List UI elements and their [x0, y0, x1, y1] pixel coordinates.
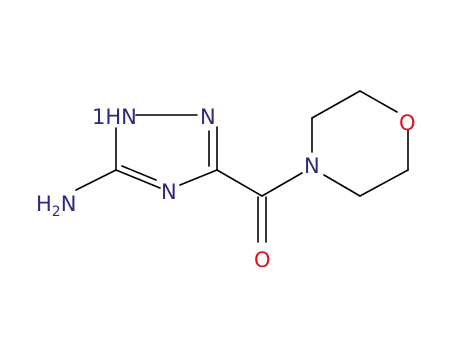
bond-cm3-cm4: [359, 169, 409, 197]
bond-cm4-n: [323, 174, 361, 197]
bond-n4-c5: [115, 169, 161, 189]
atom-n2-label: N: [200, 105, 216, 129]
atom-nh2-h: H: [36, 192, 52, 216]
bond-c3-carbonyl: [216, 169, 263, 197]
atom-labels: 1HN N N H2N O N O: [36, 105, 416, 272]
atom-n4-label: N: [161, 180, 177, 204]
atom-nh2-label: H2N: [36, 192, 76, 220]
atom-morpholine-n-label: N: [304, 154, 320, 178]
bond-c5-nh2: [75, 169, 117, 191]
bond-n4-c5-inner: [121, 165, 157, 181]
bond-carbonyl-n: [261, 172, 303, 197]
atom-nh2-n: N: [61, 192, 77, 216]
bond-cm1-cm2: [311, 90, 361, 119]
bond-c3-n4: [179, 169, 218, 186]
atom-nh2-subscript: 2: [52, 204, 61, 220]
atom-carbonyl-o-label: O: [254, 248, 271, 272]
bonds: [75, 90, 409, 243]
atom-n1-label: 1HN: [92, 105, 137, 129]
bond-cm2-o: [359, 90, 398, 113]
atom-n1-prefix: 1: [92, 105, 105, 129]
atom-n1-text: HN: [105, 105, 137, 129]
atom-morpholine-o-label: O: [399, 111, 416, 135]
